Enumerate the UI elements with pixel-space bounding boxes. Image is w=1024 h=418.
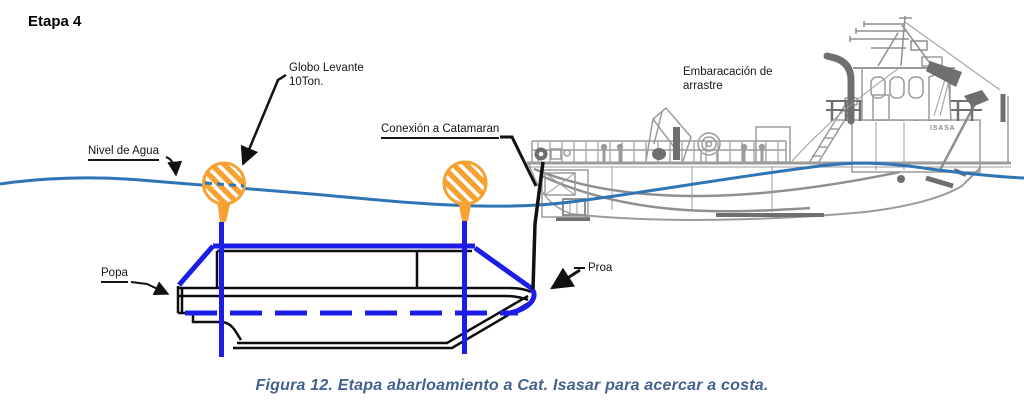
label-embarcacion: Embaracación de arrastre [683,65,773,93]
sunken-hull-outline [176,249,533,350]
water-line-dashed-through-balloon [204,181,245,188]
lift-balloon-right [442,160,488,206]
vessel-davit [964,90,989,107]
vessel-chine-2 [541,174,811,213]
annotation-lines [130,73,585,295]
catamaran-frame [177,221,537,357]
conexion-leader [500,135,538,187]
vessel-chine-1 [533,167,901,198]
nivel-leader-arrow [165,156,183,177]
lift-balloons [202,160,488,222]
vessel-hull-bottom [571,167,981,221]
label-embarcacion-line2: arrastre [683,80,723,92]
balloon-left-stem [217,200,231,222]
vessel-bow [528,141,573,215]
water-line [0,161,1024,208]
vessel-flag-shape [926,61,962,87]
vessel-wheelhouse [853,56,955,121]
globo-leader-arrow [240,73,287,166]
vessel-drum-winch [697,132,721,163]
label-globo-line1: Globo Levante [289,62,364,74]
stage-title: Etapa 4 [28,13,82,30]
label-popa: Popa [101,266,128,283]
vessel-name: ISASA [930,125,955,132]
proa-leader-arrow [550,267,581,290]
label-globo-levante: Globo Levante 10Ton. [289,61,364,89]
vessel-stern-slope [937,99,979,173]
figure-caption: Figura 12. Etapa abarloamiento a Cat. Is… [255,377,769,394]
towing-vessel: ISASA [527,15,1011,221]
balloon-right-stem [458,200,472,221]
label-embarcacion-line1: Embaracación de [683,66,773,78]
label-nivel-de-agua: Nivel de Agua [88,144,159,161]
label-conexion-catamaran: Conexión a Catamaran [381,122,500,139]
tow-cable [531,161,545,290]
frame-stern-diagonal [177,244,215,287]
vessel-funnel [823,52,855,125]
vessel-crane [645,106,692,162]
label-globo-line2: 10Ton. [289,76,324,88]
vessel-mast [849,15,1001,91]
label-proa: Proa [588,262,613,274]
popa-leader-arrow [130,281,170,295]
